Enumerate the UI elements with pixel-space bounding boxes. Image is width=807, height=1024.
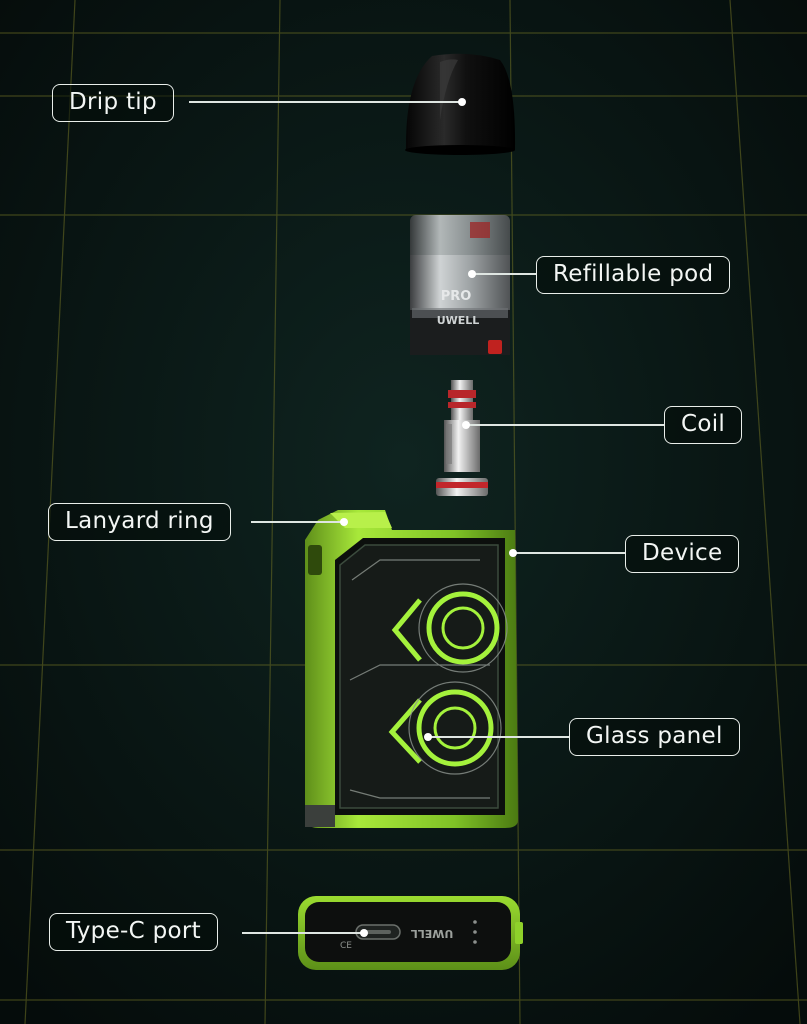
refillable-pod-label: Refillable pod (536, 256, 731, 294)
glass-panel-dot (424, 733, 432, 741)
drip-tip-label: Drip tip (52, 84, 174, 122)
coil-dot (462, 421, 470, 429)
device-label: Device (625, 535, 740, 573)
type-c-port-dot (360, 929, 368, 937)
coil-label: Coil (664, 406, 743, 444)
type-c-port-leader (242, 932, 364, 934)
type-c-port-label: Type-C port (49, 913, 218, 951)
drip-tip-leader (189, 101, 463, 103)
refillable-pod-image: PRO UWELL (410, 215, 510, 355)
glass-panel-label: Glass panel (569, 718, 740, 756)
coil-image (436, 380, 488, 496)
device-leader (512, 552, 625, 554)
refillable-pod-dot (468, 270, 476, 278)
pod-brand-text: UWELL (437, 314, 480, 327)
glass-panel-pattern (388, 591, 500, 767)
lanyard-ring-leader (251, 521, 344, 523)
base-brand-text: UWELL (411, 927, 454, 940)
coil-leader (466, 424, 664, 426)
device-image (305, 510, 518, 828)
device-dot (509, 549, 517, 557)
lanyard-ring-dot (340, 518, 348, 526)
drip-tip-dot (458, 98, 466, 106)
svg-text:CE: CE (340, 941, 352, 951)
pod-mark-text: PRO (441, 289, 472, 304)
lanyard-ring-label: Lanyard ring (48, 503, 231, 541)
glass-panel-leader (428, 736, 570, 738)
refillable-pod-leader (472, 273, 536, 275)
device-bottom-image: UWELL CE (298, 896, 523, 970)
